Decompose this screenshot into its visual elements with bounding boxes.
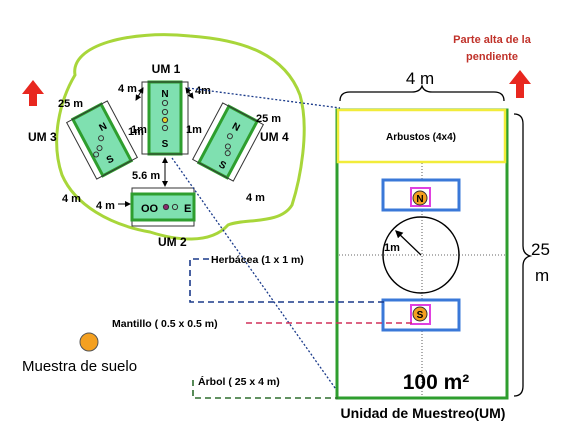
um1-south-letter: S: [162, 139, 169, 150]
um3-north-letter: N: [97, 121, 109, 134]
slope-arrow-left-icon: [22, 80, 44, 106]
shrubs-label: Arbustos (4x4): [386, 132, 456, 143]
um1-1m-dim: 1m: [128, 126, 144, 138]
detail-length-label-1: 25: [531, 240, 550, 259]
legend-soil: Muestra de suelo: [22, 358, 137, 375]
soil-sample-icon: [79, 332, 99, 352]
um3-plot: N S: [65, 100, 139, 180]
um3-25m-dim: 25 m: [58, 98, 83, 110]
um2-4m-dim: 4 m: [96, 200, 115, 212]
north-soil-marker: [412, 190, 428, 206]
um1-left-dim: 4 m: [118, 83, 137, 95]
um2-east-letter: E: [184, 203, 191, 215]
um1-right-dim: 4m: [195, 85, 211, 97]
um2-circles: OO: [141, 203, 159, 215]
slope-arrow-right-icon: [509, 70, 531, 98]
south-marker-letter: S: [417, 310, 424, 321]
um3-4m-dim: 4 m: [62, 193, 81, 205]
um2-label: UM 2: [158, 235, 187, 249]
um3-1m-dim: 1m: [131, 124, 147, 136]
um3-label: UM 3: [28, 130, 57, 144]
um4-north-letter: N: [230, 121, 242, 134]
detail-length-label-2: m: [535, 266, 549, 285]
um4-label: UM 4: [260, 130, 289, 144]
radius-label: 1m: [384, 242, 400, 254]
tree-radius-circle: [382, 216, 460, 294]
um2-plot: OO E: [130, 187, 196, 227]
detail-width-label: 4 m: [406, 69, 434, 88]
area-label: 100 m²: [403, 371, 470, 394]
um4-plot: N S: [191, 102, 265, 182]
top-note-line2: pendiente: [466, 51, 518, 63]
um4-25m-dim: 25 m: [256, 113, 281, 125]
detail-plot: N S 1m: [335, 108, 509, 400]
south-soil-marker: [412, 306, 428, 322]
legend-herbaceous: Herbácea (1 x 1 m): [211, 254, 304, 266]
legend-litter: Mantillo ( 0.5 x 0.5 m): [112, 318, 218, 330]
um2-56m-dim: 5.6 m: [132, 170, 160, 182]
north-marker-letter: N: [416, 194, 423, 205]
um4-4m-dim: 4 m: [246, 192, 265, 204]
top-note-line1: Parte alta de la: [453, 34, 532, 46]
um1-north-letter: N: [161, 89, 168, 100]
legend-tree: Árbol ( 25 x 4 m): [198, 375, 280, 388]
um1-plot: N S: [141, 80, 189, 156]
shrub-subplot: [336, 108, 507, 164]
um1-label: UM 1: [152, 62, 181, 76]
um4-south-letter: S: [217, 159, 228, 172]
conglomerate-boundary: [55, 33, 306, 241]
um4-1m-dim: 1m: [186, 124, 202, 136]
detail-title: Unidad de Muestreo(UM): [341, 405, 506, 421]
um3-south-letter: S: [105, 153, 116, 166]
